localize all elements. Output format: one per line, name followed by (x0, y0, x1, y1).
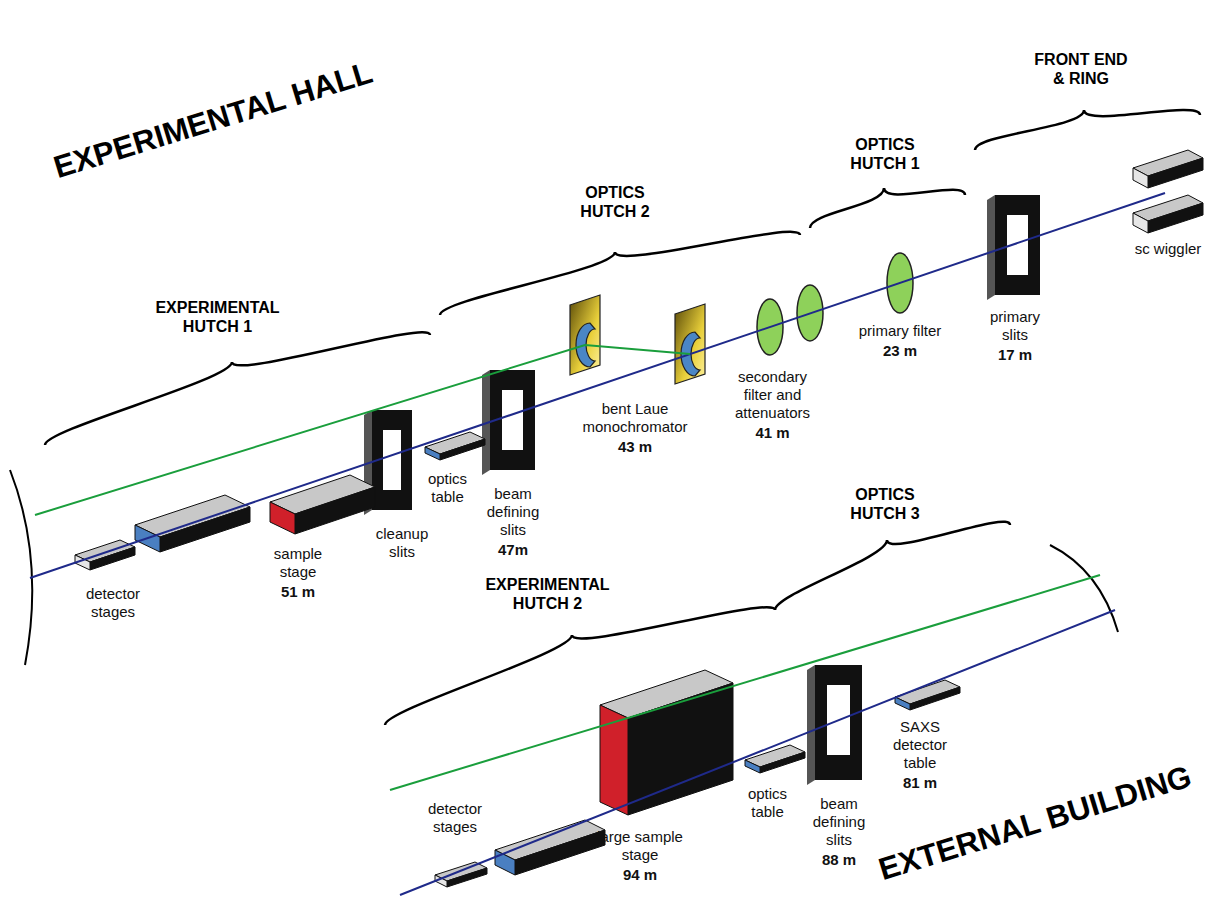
part-label: beam defining slits (808, 795, 870, 849)
distance-label: 81 m (885, 774, 955, 792)
frame-side (807, 665, 815, 785)
white-beam (30, 193, 1165, 578)
distance-label: 43 m (580, 438, 690, 456)
wall-line (10, 470, 32, 665)
table-side (895, 697, 910, 710)
part-label: detector stages (78, 585, 148, 621)
distance-label: 51 m (268, 583, 328, 601)
part-label: optics table (420, 470, 475, 506)
wiggler (1133, 150, 1203, 233)
table-side (745, 760, 760, 773)
distance-label: 23 m (850, 342, 950, 360)
region-title: EXPERIMENTAL HALL (49, 55, 376, 186)
magnet-side (1133, 213, 1148, 233)
magnet-front (1148, 203, 1203, 233)
wall-line (1050, 545, 1118, 632)
hutch-braces (45, 110, 1200, 725)
distance-label: 94 m (590, 866, 690, 884)
section-label: EXPERIMENTAL HUTCH 1 (150, 298, 285, 336)
stage-side (270, 502, 295, 534)
stage-front (515, 830, 605, 875)
part-label: sc wiggler (1128, 240, 1208, 258)
magnet-front (1148, 158, 1203, 188)
stage-front (447, 868, 487, 887)
slit-frame (995, 195, 1040, 295)
part-label: SAXS detector table (885, 718, 955, 772)
crystal-panel (570, 295, 600, 375)
distance-label: 17 m (985, 346, 1045, 364)
brace (975, 110, 1200, 150)
part-label: detector stages (420, 800, 490, 836)
magnet-side (1133, 168, 1148, 188)
walls (10, 470, 1118, 665)
part-label: primary slits (985, 308, 1045, 344)
mono-beam (390, 575, 1100, 790)
stage-front (295, 487, 375, 534)
brace (810, 188, 965, 228)
beams (30, 193, 1165, 895)
mono-beam (35, 345, 690, 515)
section-label: OPTICS HUTCH 2 (570, 183, 660, 221)
table-front (760, 752, 805, 773)
part-label: large sample stage (590, 828, 690, 864)
section-label: OPTICS HUTCH 3 (840, 485, 930, 523)
part-label: beam defining slits (482, 485, 544, 539)
white-beam (400, 610, 1115, 895)
brace (440, 232, 800, 315)
frame-side (987, 195, 995, 300)
section-label: EXPERIMENTAL HUTCH 2 (480, 575, 615, 613)
table-front (440, 439, 485, 460)
part-label: optics table (740, 785, 795, 821)
part-label: bent Laue monochromator (580, 400, 690, 436)
slit-frame (815, 665, 862, 780)
part-label: cleanup slits (372, 525, 432, 561)
brace (775, 522, 1010, 610)
section-label: FRONT END & RING (1030, 50, 1132, 88)
part-label: secondary filter and attenuators (730, 368, 815, 422)
distance-label: 88 m (808, 851, 870, 869)
crystal-panel (675, 304, 705, 384)
table-side (425, 447, 440, 460)
table-front (910, 687, 960, 710)
part-label: primary filter (850, 322, 950, 340)
part-label: sample stage (268, 545, 328, 581)
laue-crystals (570, 295, 705, 384)
distance-label: 41 m (730, 424, 815, 442)
distance-label: 47m (482, 541, 544, 559)
section-label: OPTICS HUTCH 1 (840, 135, 930, 173)
